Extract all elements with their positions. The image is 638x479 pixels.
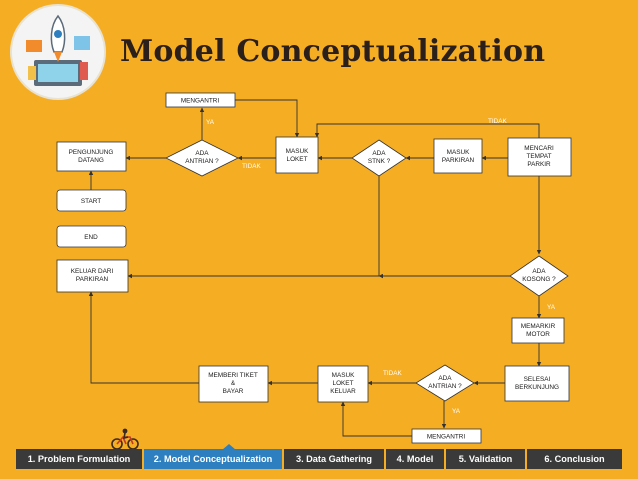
flow-edges bbox=[88, 99, 542, 437]
svg-text:MEMBERI TIKET: MEMBERI TIKET bbox=[208, 372, 258, 379]
svg-text:ANTRIAN ?: ANTRIAN ? bbox=[428, 383, 462, 390]
active-tab-pointer bbox=[222, 444, 236, 450]
svg-text:ADA: ADA bbox=[438, 375, 452, 382]
node-keluar-dari-parkiran: KELUAR DARI PARKIRAN bbox=[56, 259, 129, 293]
svg-text:PARKIRAN: PARKIRAN bbox=[442, 157, 475, 164]
svg-text:LOKET: LOKET bbox=[333, 380, 354, 387]
page-title: Model Conceptualization bbox=[120, 34, 546, 69]
edge-label-tidak-right: TIDAK bbox=[488, 118, 508, 125]
node-pengunjung-datang: PENGUNJUNG DATANG bbox=[56, 141, 127, 172]
svg-text:MASUK: MASUK bbox=[286, 148, 309, 155]
svg-text:SELESAI: SELESAI bbox=[524, 376, 551, 383]
svg-text:MASUK: MASUK bbox=[447, 149, 470, 156]
node-ada-antrian-top: ADA ANTRIAN ? bbox=[165, 139, 239, 177]
node-masuk-parkiran: MASUK PARKIRAN bbox=[433, 138, 483, 174]
node-selesai-berkunjung: SELESAI BERKUNJUNG bbox=[504, 365, 570, 402]
node-start: START bbox=[56, 189, 127, 212]
svg-text:BAYAR: BAYAR bbox=[223, 388, 244, 395]
node-ada-stnk: ADA STNK ? bbox=[351, 139, 407, 177]
tab-conclusion[interactable]: 6. Conclusion bbox=[527, 449, 622, 469]
edge-mencari-tidak-to-masukloket bbox=[314, 123, 540, 138]
svg-text:MEMARKIR: MEMARKIR bbox=[521, 323, 556, 330]
edge-label-ya-kosong: YA bbox=[547, 304, 556, 311]
node-mengantri-bottom: MENGANTRI bbox=[411, 428, 482, 444]
node-mengantri-top: MENGANTRI bbox=[165, 92, 236, 108]
edge-mengantri2-to-masuklk bbox=[340, 401, 412, 437]
svg-text:ADA: ADA bbox=[532, 268, 546, 275]
svg-text:BERKUNJUNG: BERKUNJUNG bbox=[515, 384, 559, 391]
node-memberi-tiket-bayar: MEMBERI TIKET & BAYAR bbox=[198, 365, 269, 403]
edge-label-tidak-bottom: TIDAK bbox=[383, 370, 403, 377]
tab-model[interactable]: 4. Model bbox=[386, 449, 444, 469]
svg-text:MENCARI: MENCARI bbox=[524, 145, 554, 152]
svg-text:KELUAR DARI: KELUAR DARI bbox=[71, 268, 114, 275]
svg-text:KELUAR: KELUAR bbox=[330, 388, 356, 395]
svg-text:MENGANTRI: MENGANTRI bbox=[181, 98, 220, 105]
svg-text:PARKIR: PARKIR bbox=[527, 161, 551, 168]
svg-text:ANTRIAN ?: ANTRIAN ? bbox=[185, 158, 219, 165]
svg-text:MOTOR: MOTOR bbox=[526, 331, 550, 338]
svg-text:DATANG: DATANG bbox=[78, 157, 104, 164]
tab-problem-formulation[interactable]: 1. Problem Formulation bbox=[16, 449, 142, 469]
tab-validation[interactable]: 5. Validation bbox=[446, 449, 525, 469]
svg-text:ADA: ADA bbox=[195, 150, 209, 157]
svg-text:MASUK: MASUK bbox=[332, 372, 355, 379]
node-ada-antrian-bottom: ADA ANTRIAN ? bbox=[415, 364, 475, 402]
edge-memberi-to-keluar bbox=[88, 291, 199, 384]
rocket-desk-icon bbox=[12, 6, 104, 98]
node-masuk-loket-keluar: MASUK LOKET KELUAR bbox=[317, 365, 369, 403]
svg-text:PARKIRAN: PARKIRAN bbox=[76, 276, 109, 283]
svg-text:MENGANTRI: MENGANTRI bbox=[427, 434, 466, 441]
edge-label-ya-bottom: YA bbox=[452, 408, 461, 415]
node-ada-kosong: ADA KOSONG ? bbox=[509, 255, 569, 297]
svg-text:PENGUNJUNG: PENGUNJUNG bbox=[69, 149, 114, 156]
node-end: END bbox=[56, 225, 127, 248]
edge-label-ya-top: YA bbox=[206, 119, 215, 126]
svg-text:STNK ?: STNK ? bbox=[368, 158, 391, 165]
svg-text:&: & bbox=[231, 380, 236, 387]
svg-text:LOKET: LOKET bbox=[287, 156, 308, 163]
svg-text:END: END bbox=[84, 234, 98, 241]
svg-text:KOSONG ?: KOSONG ? bbox=[522, 276, 556, 283]
section-nav: 1. Problem Formulation 2. Model Conceptu… bbox=[16, 449, 622, 469]
edge-mengantri-to-masukloket bbox=[235, 99, 300, 138]
node-memarkir-motor: MEMARKIR MOTOR bbox=[511, 317, 565, 344]
svg-text:ADA: ADA bbox=[372, 150, 386, 157]
svg-text:TEMPAT: TEMPAT bbox=[527, 153, 552, 160]
node-mencari-tempat-parkir: MENCARI TEMPAT PARKIR bbox=[507, 137, 572, 177]
tab-model-conceptualization[interactable]: 2. Model Conceptualization bbox=[144, 449, 282, 469]
svg-text:START: START bbox=[81, 198, 101, 205]
tab-data-gathering[interactable]: 3. Data Gathering bbox=[284, 449, 384, 469]
edge-label-tidak-top: TIDAK bbox=[242, 163, 262, 170]
edge-adastnk-tidak-to-keluar bbox=[127, 176, 380, 279]
node-masuk-loket: MASUK LOKET bbox=[275, 136, 319, 174]
